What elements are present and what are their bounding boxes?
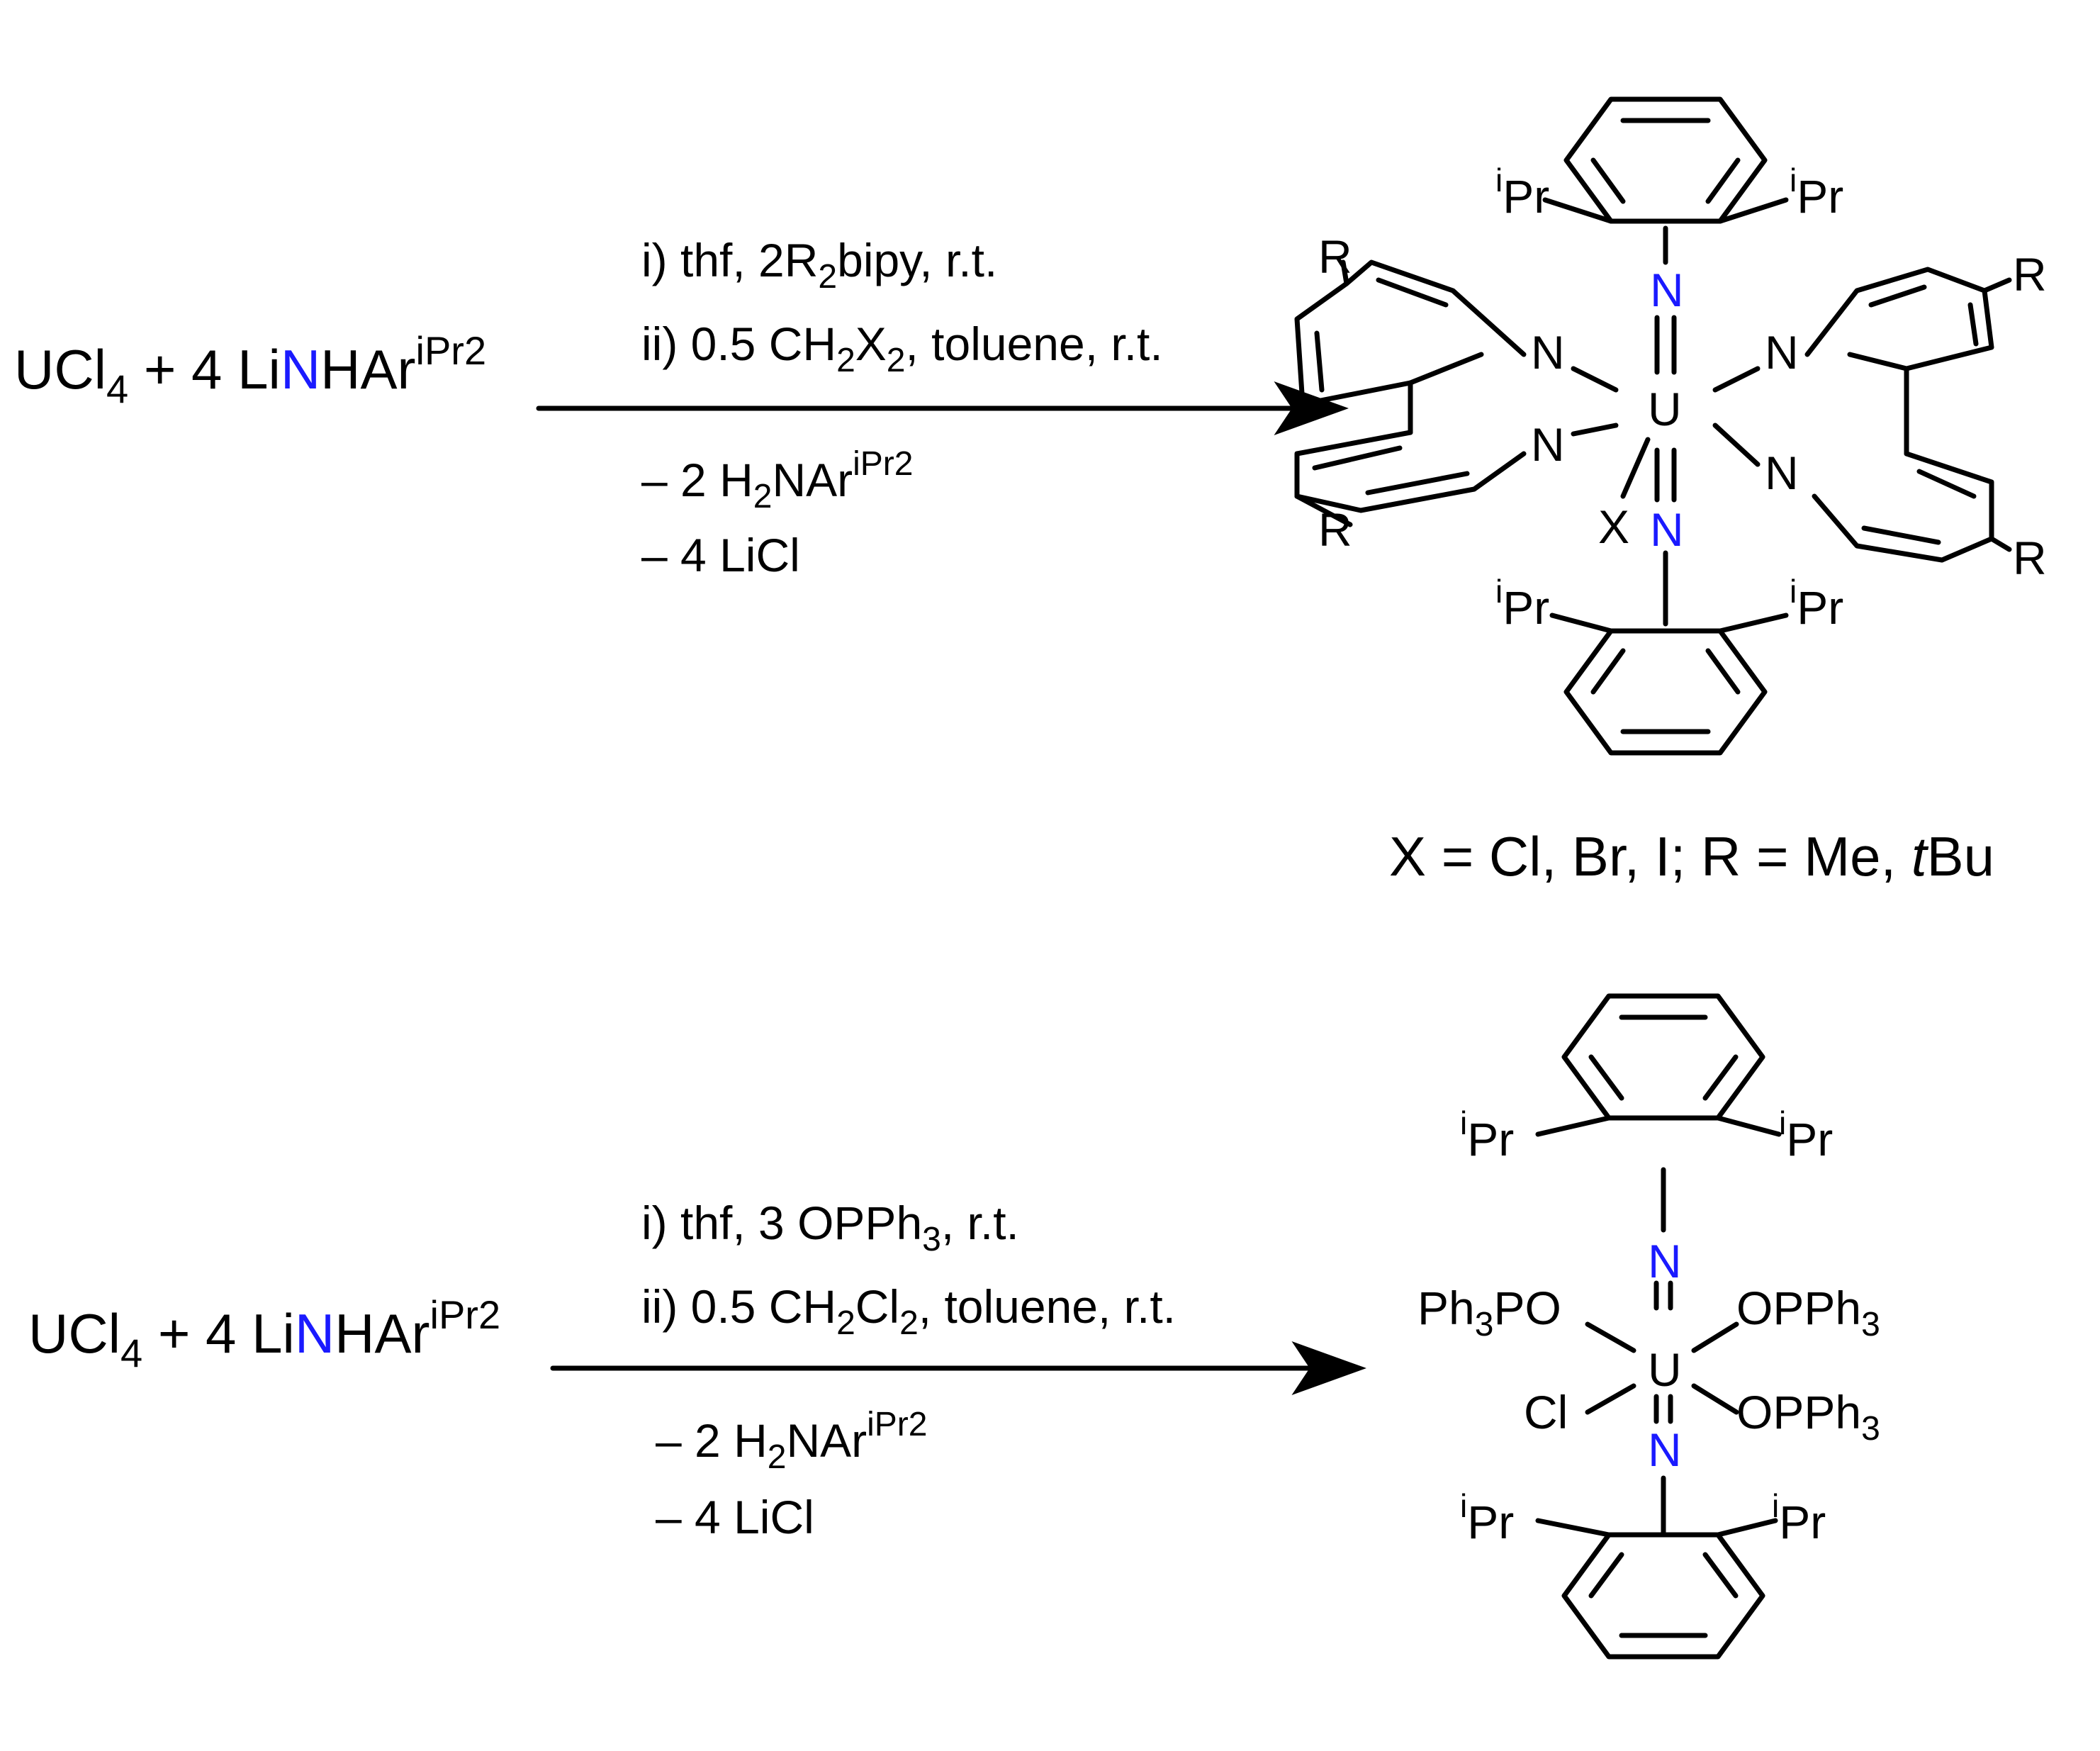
r2-top-aryl-double-2 bbox=[1588, 1054, 1624, 1101]
u-x-bond bbox=[1620, 437, 1651, 499]
r2-top-ipr-left-bond bbox=[1535, 1115, 1612, 1137]
bottom-ipr-right-label: iPr bbox=[1790, 573, 1843, 634]
reaction-2-byproduct-1: – 2 H2NAriPr2 bbox=[656, 1406, 927, 1476]
left-bipy-ring-upper bbox=[1294, 259, 1527, 407]
right-bipy-upper-db-1 bbox=[1868, 284, 1927, 308]
r2-opph3-top-label: OPPh3 bbox=[1736, 1282, 1880, 1343]
u-n-bipy-bond-3 bbox=[1712, 366, 1761, 393]
top-ipr-right-label: iPr bbox=[1790, 162, 1843, 223]
r2-top-ipr-right-label: iPr bbox=[1779, 1104, 1833, 1165]
reaction-1-condition-2: ii) 0.5 CH2X2, toluene, r.t. bbox=[641, 318, 1163, 379]
top-ipr-right-bond bbox=[1717, 197, 1789, 224]
reaction-1-product: iPr iPr iPr iPr N U N X N N N N R R R R bbox=[1294, 96, 2047, 756]
r-label-bottom-right: R bbox=[2013, 532, 2047, 584]
reaction-2-arrow-head bbox=[1291, 1341, 1366, 1395]
reaction-2-condition-1: i) thf, 3 OPPh3, r.t. bbox=[641, 1197, 1019, 1258]
r-label-top-right: R bbox=[2013, 248, 2047, 301]
bipy-n-right-2: N bbox=[1765, 447, 1799, 499]
reaction-2: UCl4 + 4 LiNHAriPr2 i) thf, 3 OPPh3, r.t… bbox=[28, 993, 1880, 1660]
r2-uranium-label: U bbox=[1648, 1343, 1682, 1396]
left-bipy-upper-db-2 bbox=[1314, 330, 1325, 393]
right-bipy-lower-db-2 bbox=[1916, 469, 1977, 499]
bottom-ipr-left-bond bbox=[1549, 612, 1614, 634]
r2-bottom-ipr-right-bond bbox=[1715, 1518, 1778, 1538]
bottom-ipr-left-label: iPr bbox=[1495, 573, 1549, 634]
u-n-bipy-bond-4 bbox=[1712, 423, 1761, 467]
r2-imido-n-bottom: N bbox=[1648, 1423, 1682, 1476]
r2-top-ipr-left-label: iPr bbox=[1460, 1104, 1514, 1165]
reaction-2-product: iPr iPr iPr iPr N U N Ph3PO OPPh3 Cl OPP… bbox=[1417, 993, 1880, 1660]
r2-cl-label: Cl bbox=[1524, 1386, 1568, 1438]
r2-bottom-ipr-right-label: iPr bbox=[1772, 1487, 1826, 1548]
uranium-label: U bbox=[1648, 383, 1682, 435]
imido-n-top: N bbox=[1650, 264, 1684, 316]
r2-u-o-bond-br bbox=[1691, 1383, 1739, 1415]
bottom-ipr-right-bond bbox=[1717, 612, 1789, 634]
u-n-bipy-bond-2 bbox=[1571, 423, 1619, 437]
x-ligand-label: X bbox=[1598, 500, 1629, 553]
top-ipr-left-label: iPr bbox=[1495, 162, 1549, 223]
bottom-aryl-double-3 bbox=[1705, 648, 1741, 695]
left-bipy-lower-db-1 bbox=[1365, 471, 1470, 496]
right-bipy-upper-db-2 bbox=[1967, 302, 1979, 347]
r2-bottom-aryl-double-3 bbox=[1702, 1552, 1739, 1599]
r2-bottom-ipr-left-bond bbox=[1535, 1518, 1612, 1538]
r2-bottom-aryl-double-2 bbox=[1588, 1552, 1624, 1599]
reaction-1-reactant: UCl4 + 4 LiNHAriPr2 bbox=[14, 328, 486, 411]
reaction-1-footnote: X = Cl, Br, I; R = Me, tBu bbox=[1389, 825, 1994, 888]
left-bipy-lower-db-2 bbox=[1312, 445, 1403, 471]
r2-top-aryl-double-3 bbox=[1702, 1054, 1739, 1101]
r2-imido-n-top: N bbox=[1648, 1235, 1682, 1287]
right-bipy-lower-db-1 bbox=[1861, 525, 1941, 545]
u-n-bipy-bond-1 bbox=[1571, 366, 1619, 393]
bipy-n-left-1: N bbox=[1531, 326, 1565, 379]
right-bipy-ring-upper bbox=[1804, 267, 1994, 371]
reaction-1-condition-1: i) thf, 2R2bipy, r.t. bbox=[641, 234, 997, 296]
r-label-bottom-left: R bbox=[1318, 503, 1352, 556]
left-bipy-ring-lower bbox=[1294, 430, 1527, 513]
imido-n-bottom: N bbox=[1650, 503, 1684, 556]
r2-ph3po-label: Ph3PO bbox=[1417, 1282, 1561, 1343]
left-r-bond-top bbox=[1340, 259, 1349, 286]
right-r-bond-top bbox=[1982, 277, 2012, 293]
reaction-1-byproduct-2: – 4 LiCl bbox=[641, 529, 800, 581]
r2-u-o-bond-tl bbox=[1585, 1321, 1636, 1353]
reaction-1-byproduct-1: – 2 H2NAriPr2 bbox=[641, 445, 913, 515]
r2-opph3-bottom-label: OPPh3 bbox=[1736, 1386, 1880, 1448]
r-label-top-left: R bbox=[1318, 230, 1352, 283]
top-aryl-double-2 bbox=[1590, 157, 1626, 204]
left-r-bond-bottom bbox=[1294, 493, 1353, 527]
bottom-aryl-double-2 bbox=[1590, 648, 1626, 695]
top-aryl-double-3 bbox=[1705, 157, 1741, 204]
reaction-2-byproduct-2: – 4 LiCl bbox=[656, 1491, 814, 1543]
left-bipy-upper-db-1 bbox=[1376, 277, 1449, 308]
bipy-n-right-1: N bbox=[1765, 326, 1799, 379]
reaction-1: UCl4 + 4 LiNHAriPr2 i) thf, 2R2bipy, r.t… bbox=[14, 96, 2047, 888]
r2-u-o-bond-tr bbox=[1691, 1321, 1739, 1353]
reaction-2-condition-2: ii) 0.5 CH2Cl2, toluene, r.t. bbox=[641, 1280, 1176, 1342]
right-r-bond-bottom bbox=[1989, 536, 2012, 552]
bipy-n-left-2: N bbox=[1531, 418, 1565, 471]
top-ipr-left-bond bbox=[1542, 197, 1614, 224]
r2-top-ipr-right-bond bbox=[1715, 1115, 1782, 1137]
right-bipy-ring-lower bbox=[1812, 451, 1994, 563]
reaction-2-reactant: UCl4 + 4 LiNHAriPr2 bbox=[28, 1292, 500, 1375]
r2-bottom-ipr-left-label: iPr bbox=[1460, 1487, 1514, 1548]
r2-u-cl-bond bbox=[1585, 1383, 1636, 1415]
